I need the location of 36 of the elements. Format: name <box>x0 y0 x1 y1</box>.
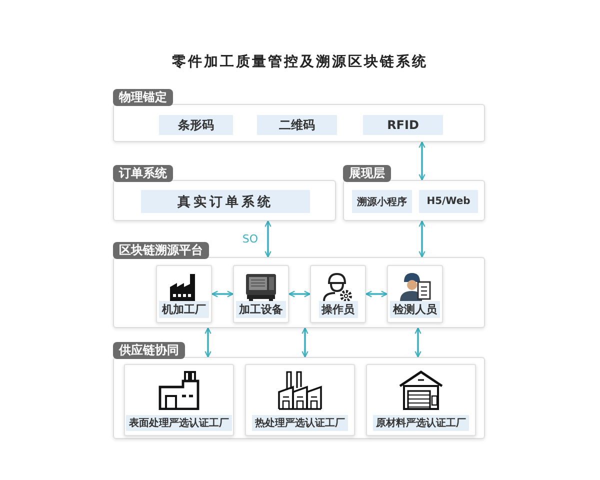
edge-label: SO <box>240 232 260 246</box>
arrow <box>418 220 426 258</box>
item-card <box>387 265 443 323</box>
card-label: 热处理严选认证工厂 <box>252 415 348 431</box>
item-card <box>366 364 476 436</box>
item-chip: 真实订单系统 <box>141 190 310 213</box>
card-label: 加工设备 <box>236 301 286 318</box>
card-label: 机加工厂 <box>159 301 209 318</box>
item-card <box>233 265 289 323</box>
section-tag: 物理锚定 <box>113 89 173 106</box>
item-chip: 条形码 <box>159 115 233 135</box>
section-tag: 订单系统 <box>113 165 173 182</box>
arrow <box>288 290 311 298</box>
item-card <box>245 364 355 436</box>
card-label: 原材料严选认证工厂 <box>373 415 469 431</box>
card-label: 操作员 <box>318 301 358 318</box>
card-label: 表面处理严选认证工厂 <box>126 415 232 431</box>
item-chip: RFID <box>363 115 443 135</box>
item-chip: 溯源小程序 <box>352 190 412 213</box>
arrow <box>204 327 212 358</box>
item-chip: 二维码 <box>257 115 337 135</box>
section-tag: 供应链协同 <box>113 342 185 359</box>
arrow <box>264 220 272 258</box>
section-tag: 区块链溯源平台 <box>113 242 209 259</box>
item-card <box>124 364 234 436</box>
diagram-title: 零件加工质量管控及溯源区块链系统 <box>172 53 428 71</box>
arrow <box>418 141 426 181</box>
arrow <box>365 290 388 298</box>
arrow <box>211 290 234 298</box>
item-card <box>310 265 366 323</box>
arrow <box>302 327 308 358</box>
item-card <box>156 265 212 323</box>
arrow <box>414 327 422 358</box>
section-tag: 展现层 <box>343 165 391 182</box>
card-label: 检测人员 <box>390 301 440 318</box>
item-chip: H5/Web <box>419 190 478 213</box>
